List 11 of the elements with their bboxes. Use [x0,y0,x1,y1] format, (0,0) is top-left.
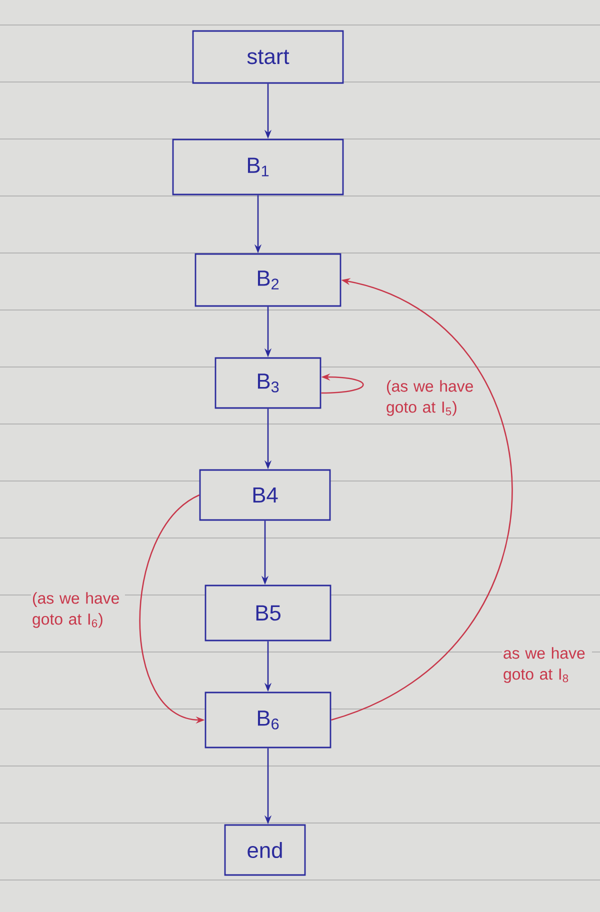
block-box: B$_{6}$ [204,692,332,748]
block-box: B$_{2}$ [194,253,342,307]
edge-label: as we have goto at I$_{8}$ [502,646,592,684]
block-box: B5 [204,584,332,642]
block-box: B$_{3}$ [214,357,322,409]
edge-label: (as we have goto at I$_{6}$) [31,591,125,629]
edge-label: (as we have goto at I$_{5}$) [385,379,483,417]
block-box: end [224,824,306,876]
block-box: B$_{1}$ [172,138,344,196]
block-box: start [192,30,344,84]
block-box: B4 [199,469,331,521]
